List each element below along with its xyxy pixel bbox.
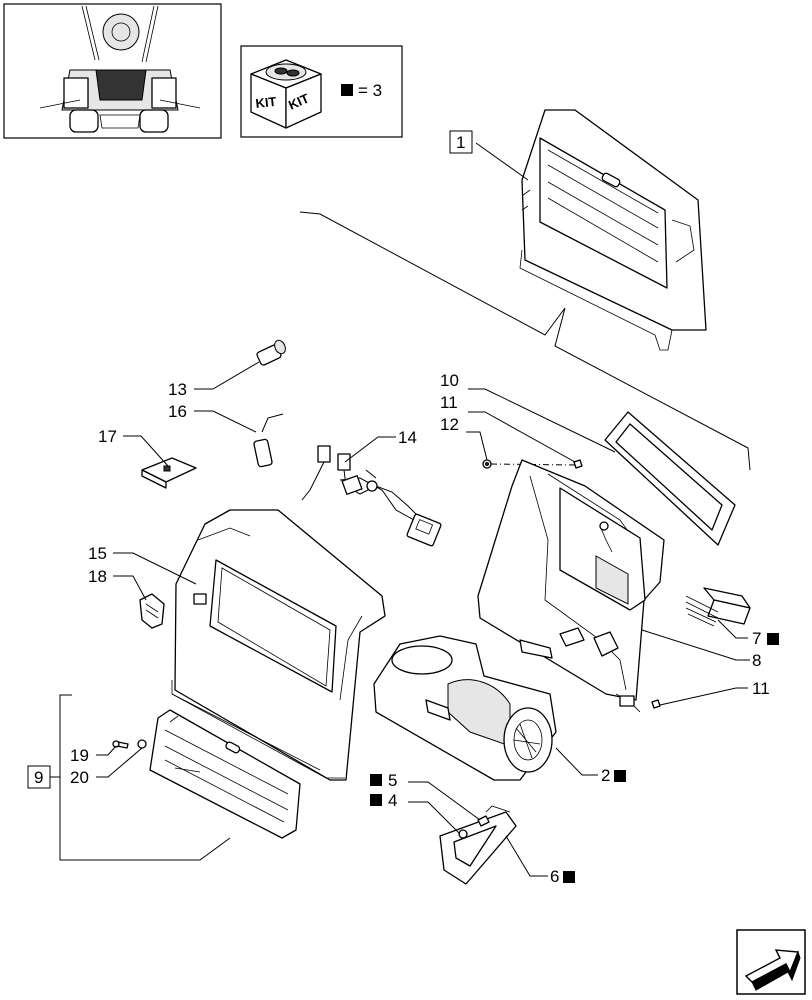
front-frame-panel bbox=[171, 509, 386, 781]
callout-7: 7 bbox=[752, 629, 761, 648]
callout-2: 2 bbox=[601, 766, 610, 785]
screw-top-right bbox=[573, 459, 583, 469]
gasket-frame bbox=[604, 411, 736, 546]
black-square-icon bbox=[563, 871, 575, 883]
callout-13: 13 bbox=[168, 380, 187, 399]
lower-blower-housing bbox=[477, 459, 665, 713]
callout-6: 6 bbox=[550, 867, 559, 886]
kit-quantity-text: = 3 bbox=[358, 81, 382, 100]
filter-housing-cover bbox=[519, 109, 707, 351]
black-square-icon bbox=[614, 770, 626, 782]
callout-4: 4 bbox=[388, 791, 397, 810]
next-page-arrow-icon bbox=[744, 949, 801, 991]
callout-11-bottom: 11 bbox=[752, 679, 770, 698]
screw-top-left bbox=[482, 459, 492, 469]
callout-19: 19 bbox=[70, 746, 89, 765]
next-page-button[interactable] bbox=[736, 929, 806, 995]
kit-label-left: KIT bbox=[255, 94, 277, 111]
blower-resistor bbox=[685, 587, 751, 627]
black-square-icon bbox=[370, 774, 382, 786]
kit-legend: KIT KIT = 3 bbox=[240, 45, 403, 138]
wiring-harness bbox=[301, 445, 442, 547]
callout-12: 12 bbox=[440, 415, 459, 434]
black-square-icon bbox=[341, 84, 353, 96]
tractor-cab-rear-view-icon bbox=[39, 5, 201, 133]
screw-5 bbox=[477, 815, 490, 827]
callout-10: 10 bbox=[440, 371, 459, 390]
screw-19 bbox=[112, 740, 129, 749]
vent-clip bbox=[139, 593, 165, 629]
screw-bottom bbox=[651, 699, 661, 709]
callout-8: 8 bbox=[752, 651, 761, 670]
tractor-thumbnail[interactable] bbox=[3, 3, 222, 139]
callout-18: 18 bbox=[88, 567, 107, 586]
sensor-plug bbox=[256, 339, 286, 366]
black-square-icon bbox=[767, 633, 779, 645]
callout-14: 14 bbox=[398, 428, 417, 447]
callout-1: 1 bbox=[456, 133, 465, 152]
washer-20 bbox=[137, 739, 147, 749]
callout-15: 15 bbox=[88, 544, 107, 563]
mounting-bracket bbox=[439, 805, 517, 885]
filter-cover bbox=[149, 709, 301, 839]
callout-16: 16 bbox=[168, 402, 187, 421]
callout-9: 9 bbox=[34, 768, 43, 787]
callout-17: 17 bbox=[98, 427, 117, 446]
screw-4 bbox=[458, 829, 468, 839]
black-square-icon bbox=[370, 794, 382, 806]
callout-11-top: 11 bbox=[440, 393, 458, 412]
kit-box-icon: KIT KIT bbox=[250, 59, 322, 129]
clip bbox=[141, 457, 197, 489]
callout-5: 5 bbox=[388, 771, 397, 790]
reference-line bbox=[299, 211, 751, 471]
callout-20: 20 bbox=[70, 768, 89, 787]
temperature-probe bbox=[253, 413, 284, 468]
blower-fan-unit bbox=[373, 635, 557, 781]
